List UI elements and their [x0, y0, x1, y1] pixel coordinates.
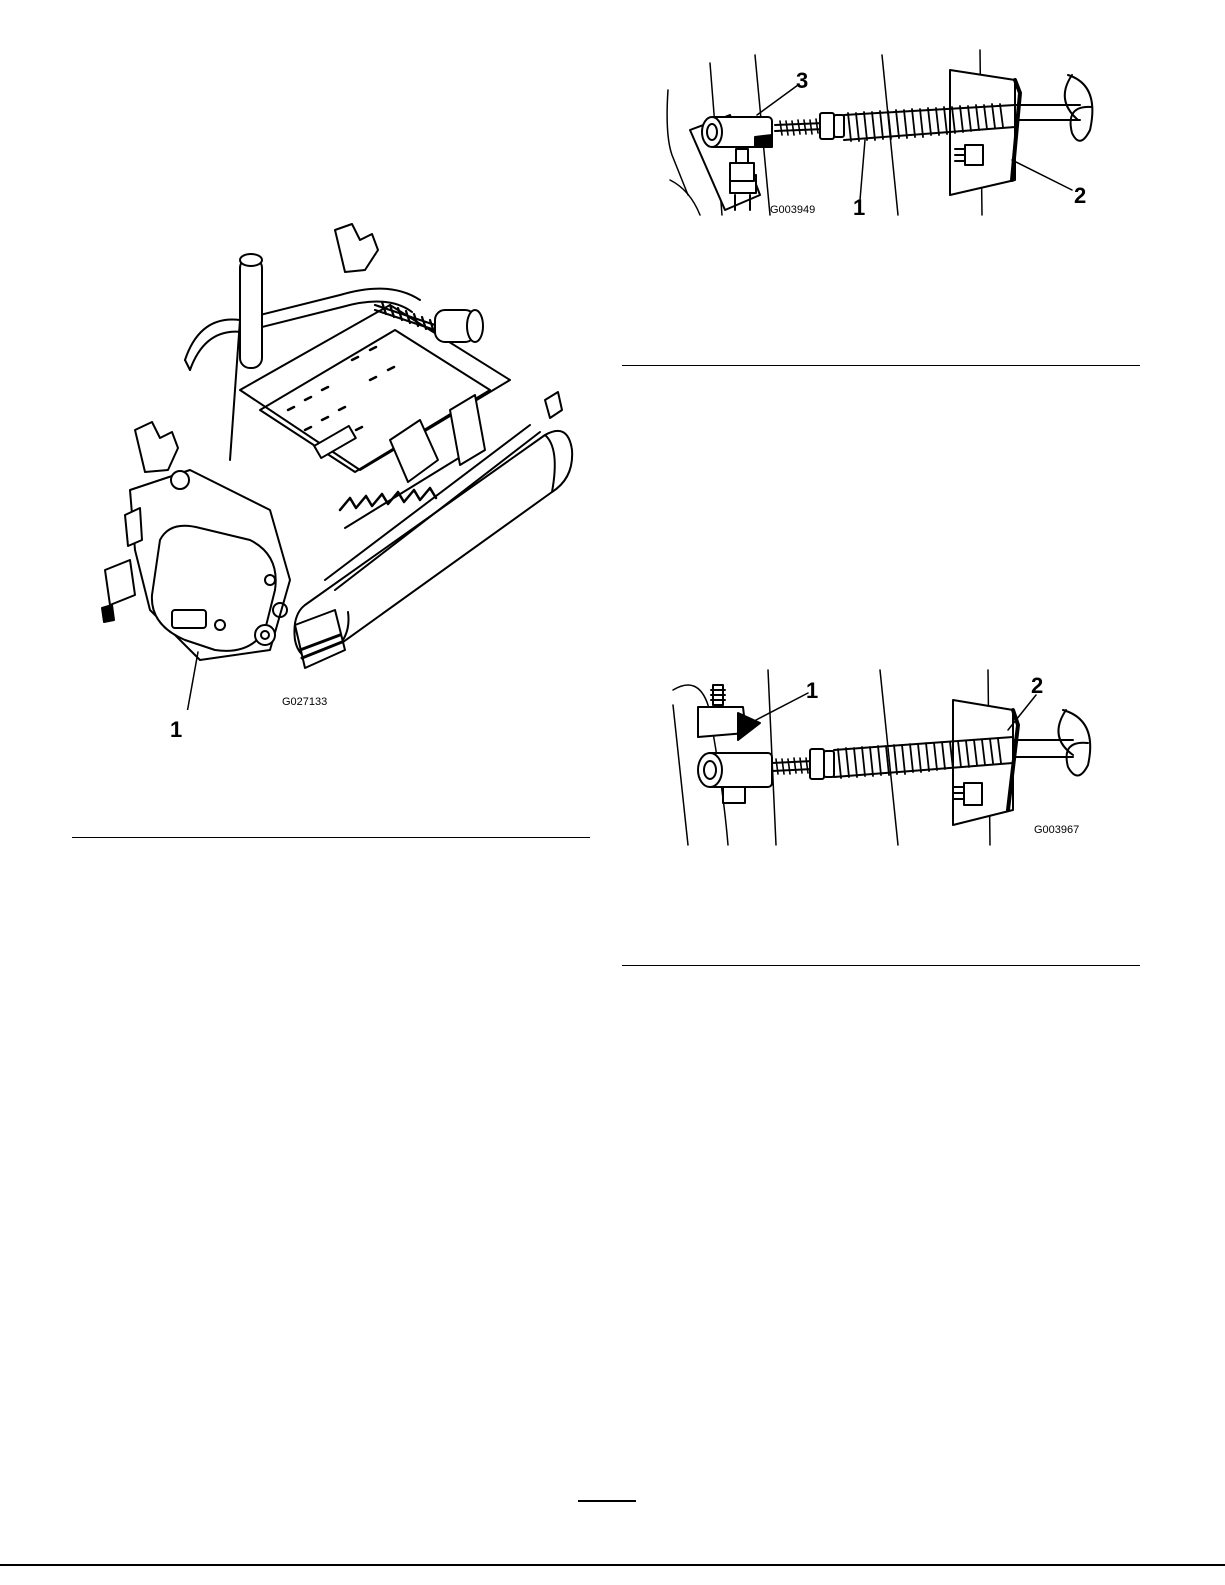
- callout-1: 1: [170, 719, 182, 741]
- callout-3: 3: [796, 70, 808, 92]
- page-bottom-rule: [0, 1564, 1225, 1566]
- figure-code: G027133: [282, 697, 327, 708]
- figure-reel-assembly: G027133 1: [90, 210, 580, 750]
- figure-divider: [72, 837, 590, 838]
- callout-1: 1: [806, 680, 818, 702]
- figure-divider: [622, 365, 1140, 366]
- spring-assembly-a-illustration: [660, 45, 1100, 220]
- callout-2: 2: [1074, 185, 1086, 207]
- figure-spring-assembly-a: 3 G003949 1 2: [660, 45, 1100, 225]
- figure-divider: [622, 965, 1140, 966]
- page-number-rule: [578, 1500, 636, 1502]
- figure-code: G003967: [1034, 825, 1079, 836]
- reel-assembly-illustration: [90, 210, 580, 710]
- figure-code: G003949: [770, 205, 815, 216]
- callout-1: 1: [853, 197, 865, 219]
- figure-spring-assembly-b: 1 2 G003967: [668, 665, 1108, 855]
- callout-2: 2: [1031, 675, 1043, 697]
